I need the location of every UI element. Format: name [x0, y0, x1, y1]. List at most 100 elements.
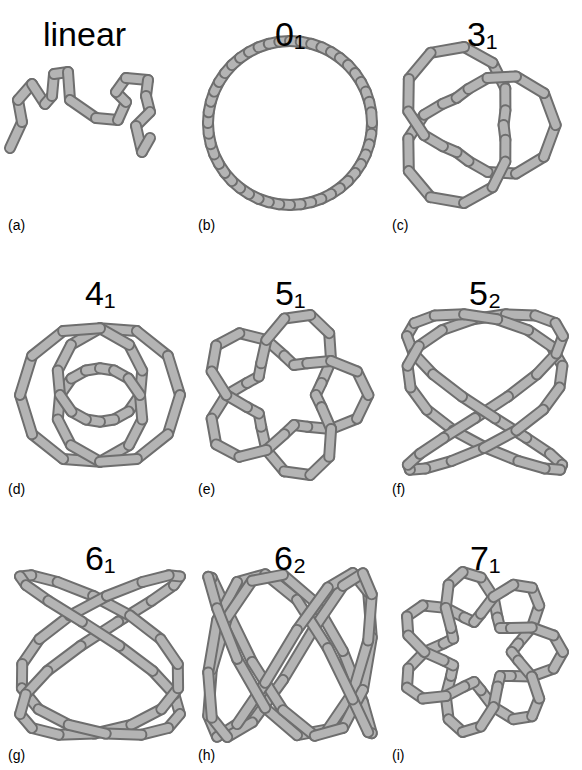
tube-segment	[365, 112, 378, 123]
tube-segment	[208, 620, 217, 673]
tube-segment	[119, 646, 152, 671]
tube-segment	[493, 162, 506, 188]
tube-segment	[129, 379, 141, 396]
knot-type-label: 0₁	[275, 16, 305, 53]
knot-type-label: linear	[43, 16, 126, 53]
panel-letter: (i)	[392, 748, 404, 763]
tube-segment	[239, 450, 266, 457]
tube-segment	[283, 575, 315, 602]
tube-segment	[494, 585, 514, 597]
tube-segment	[408, 346, 419, 366]
tube-segment	[433, 374, 462, 396]
tube-segment	[331, 361, 357, 371]
panel-letter: (f)	[392, 482, 405, 497]
tube-segment	[217, 608, 237, 659]
tube-segment	[47, 646, 80, 671]
tube-segment	[217, 608, 237, 659]
tube-segment	[532, 677, 539, 699]
tube-segment	[20, 395, 32, 434]
tube-segment	[408, 346, 419, 366]
panel-letter: (e)	[198, 482, 215, 497]
knot-type-label: 6₂	[274, 540, 306, 577]
knot-type-label: 5₂	[469, 275, 501, 312]
knot-type-label: 7₁	[470, 540, 500, 577]
tube-segment	[69, 725, 106, 734]
tube-segment	[161, 639, 178, 664]
tube-segment	[446, 608, 451, 628]
tube-segment	[408, 635, 424, 652]
tube-segment	[168, 356, 180, 395]
tube-segment	[208, 673, 212, 718]
tube-segment	[283, 575, 315, 602]
tube-segment	[315, 728, 343, 736]
tube-segment	[420, 438, 444, 454]
tube-segment	[488, 76, 517, 78]
tube-segment	[20, 356, 32, 395]
tube-segment	[100, 459, 137, 462]
tube-segment	[518, 461, 544, 469]
tube-segment	[208, 673, 212, 718]
tube-segment	[20, 694, 26, 714]
panel-letter: (c)	[392, 218, 408, 233]
tube-segment	[239, 450, 266, 457]
tube-segment	[408, 111, 424, 135]
tube-segment	[142, 575, 168, 582]
tube-segment	[283, 710, 315, 736]
tube-segment	[82, 622, 119, 646]
tube-segment	[516, 410, 543, 431]
tube-segment	[331, 361, 357, 371]
tube-segment	[212, 371, 227, 395]
tube-segment	[481, 707, 494, 727]
tube-segment	[423, 696, 446, 698]
tube-segment	[446, 608, 451, 628]
tube-segment	[47, 646, 80, 671]
tube-segment	[20, 694, 26, 714]
tube-segment	[329, 429, 331, 457]
tube-segment	[168, 356, 180, 395]
tube-segment	[556, 323, 564, 336]
tube-segment	[464, 314, 497, 319]
knot-type-label: 3₁	[467, 16, 497, 53]
tube-segment	[368, 594, 372, 640]
tube-segment	[63, 328, 100, 331]
knot-type-label: 4₁	[85, 275, 115, 312]
tube-segment	[516, 410, 543, 431]
tube-segment	[168, 395, 180, 434]
tube-segment	[493, 162, 506, 188]
tube-segment	[511, 622, 532, 635]
tube-segment	[297, 588, 328, 630]
tube-segment	[556, 323, 564, 336]
tube-segment	[142, 138, 150, 152]
tube-segment	[168, 395, 180, 434]
tube-segment	[142, 575, 168, 582]
knot-type-label: 6₁	[85, 540, 115, 577]
tube-segment	[494, 585, 514, 597]
tube-segment	[297, 588, 328, 630]
tube-segment	[63, 328, 100, 331]
tube-segment	[464, 314, 497, 319]
tube-segment	[266, 319, 284, 340]
tube-segment	[408, 635, 424, 652]
tube-segment	[283, 710, 315, 736]
tube-segment	[488, 76, 517, 78]
tube-segment	[20, 395, 32, 434]
panel-letter: (h)	[198, 748, 215, 763]
tube-segment	[227, 581, 252, 618]
tube-segment	[481, 707, 494, 727]
tube-segment	[129, 379, 141, 396]
tube-segment	[20, 356, 32, 395]
panel-letter: (a)	[8, 218, 25, 233]
tube-segment	[511, 624, 532, 633]
knot-type-label: 5₁	[275, 275, 305, 312]
tube-segment	[60, 395, 72, 412]
tube-segment	[420, 438, 444, 454]
tube-segment	[315, 728, 343, 736]
tube-segment	[368, 594, 372, 640]
tube-segment	[532, 677, 539, 699]
tube-segment	[328, 648, 353, 699]
tube-segment	[363, 573, 372, 594]
tube-segment	[329, 429, 331, 457]
tube-segment	[119, 646, 152, 671]
panel-letter: (b)	[198, 218, 215, 233]
